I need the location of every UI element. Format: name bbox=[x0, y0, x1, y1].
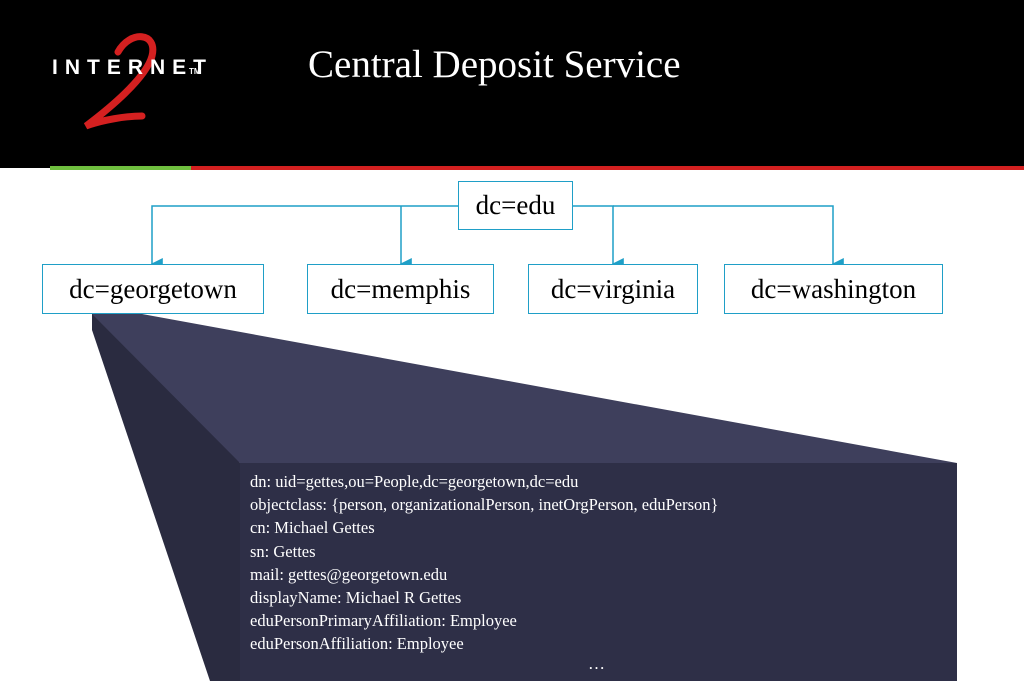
node-memphis: dc=memphis bbox=[307, 264, 494, 314]
slide-title: Central Deposit Service bbox=[308, 43, 681, 86]
internet2-logo-mark bbox=[83, 33, 157, 130]
connector-washington bbox=[613, 205, 844, 270]
entry-objectclass: objectclass: {person, organizationalPers… bbox=[250, 495, 719, 515]
logo-trademark: TM bbox=[189, 67, 201, 76]
entry-mail: mail: gettes@georgetown.edu bbox=[250, 564, 448, 584]
node-virginia: dc=virginia bbox=[528, 264, 698, 314]
node-georgetown: dc=georgetown bbox=[42, 264, 264, 314]
header-bar bbox=[0, 0, 1024, 168]
entry-displayname: displayName: Michael R Gettes bbox=[250, 588, 462, 608]
connector-virginia bbox=[572, 205, 624, 270]
entry-panel bbox=[240, 463, 957, 681]
connector-georgetown bbox=[150, 205, 458, 270]
entry-cn: cn: Michael Gettes bbox=[250, 518, 375, 538]
entry-primary-affiliation: eduPersonPrimaryAffiliation: Employee bbox=[250, 611, 517, 631]
node-washington: dc=washington bbox=[724, 264, 943, 314]
entry-dn: dn: uid=gettes,ou=People,dc=georgetown,d… bbox=[250, 472, 579, 491]
accent-stripe-red bbox=[191, 166, 1024, 170]
entry-affiliation: eduPersonAffiliation: Employee bbox=[250, 634, 464, 654]
zoom-wedge-dark bbox=[92, 314, 240, 681]
node-root: dc=edu bbox=[458, 181, 573, 230]
ldap-entry: dn: uid=gettes,ou=People,dc=georgetown,d… bbox=[250, 470, 950, 656]
entry-ellipsis: … bbox=[588, 654, 605, 673]
tree-connectors bbox=[150, 205, 844, 270]
logo-wordmark: INTERNET bbox=[52, 56, 213, 79]
entry-sn: sn: Gettes bbox=[250, 541, 316, 561]
accent-stripe-green bbox=[50, 166, 191, 170]
